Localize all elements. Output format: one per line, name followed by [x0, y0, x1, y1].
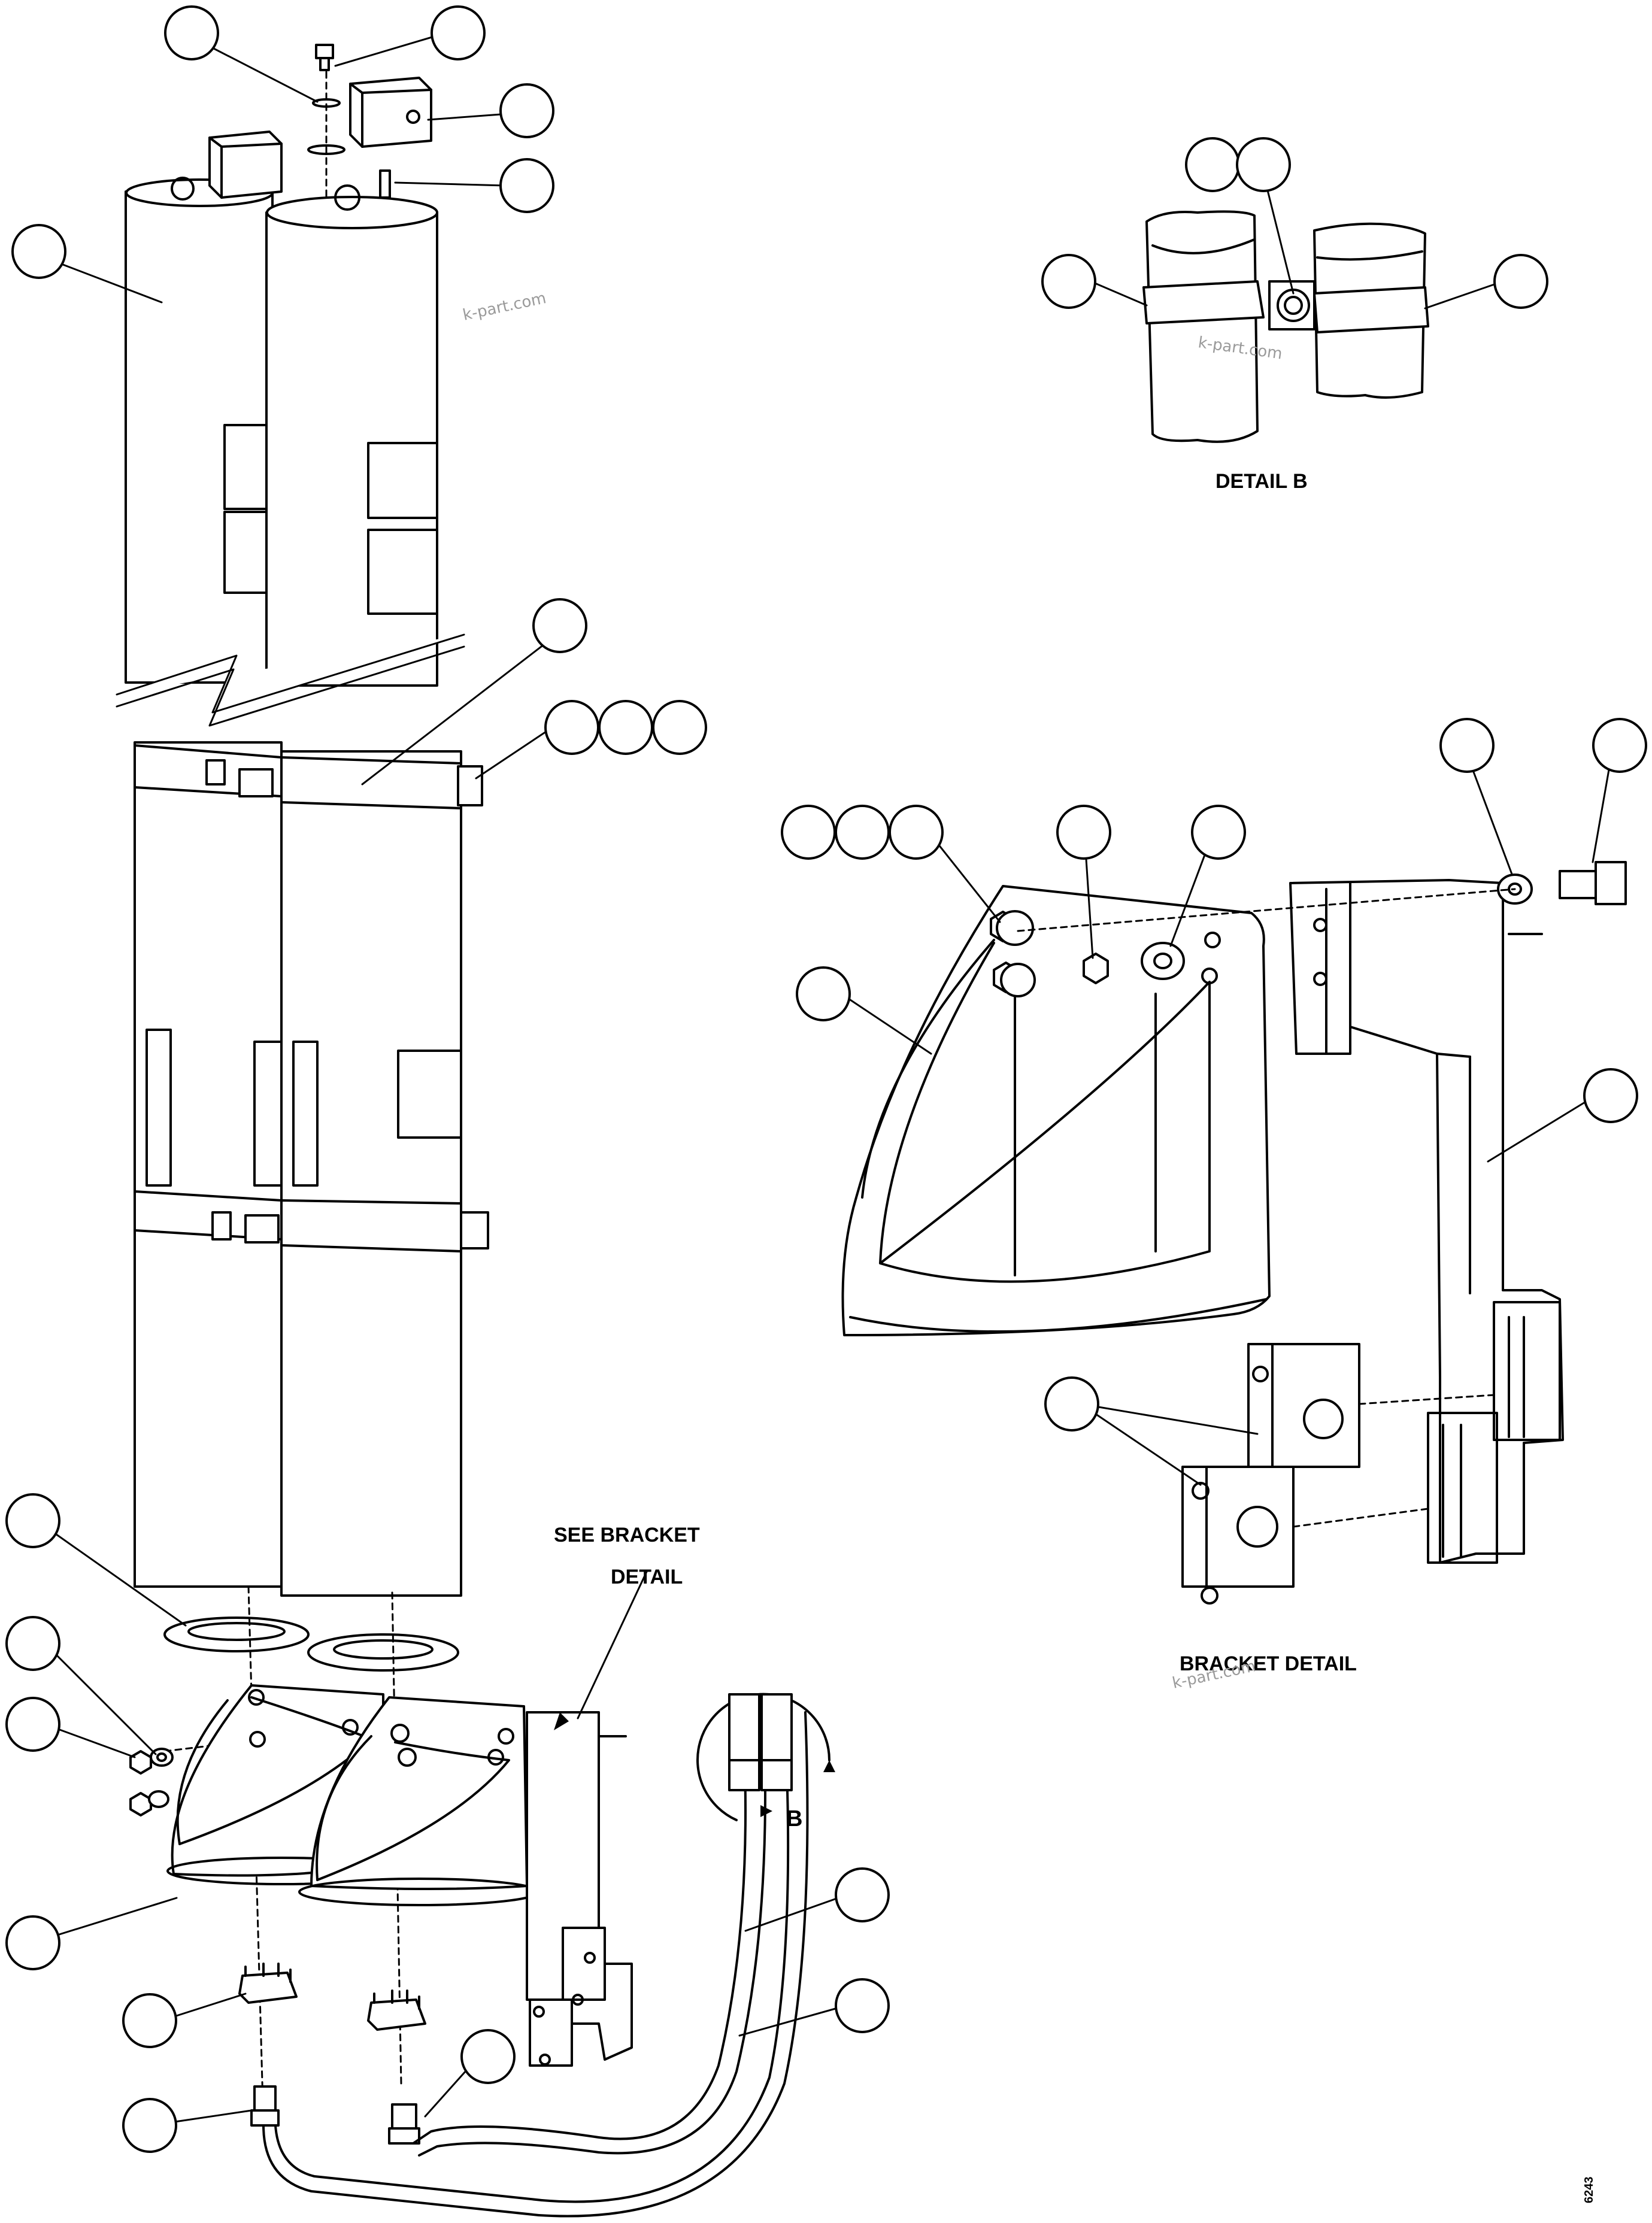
- callout-bubble: [1044, 1376, 1099, 1432]
- callout-bubble: [499, 83, 554, 138]
- callout-bubble: [1583, 1068, 1638, 1123]
- callout-bubble: [5, 1493, 60, 1548]
- bracket-detail-nuts: [990, 910, 1185, 997]
- hex-nut-washer-set: [129, 1748, 174, 1816]
- flange-fitting-left: [238, 1963, 298, 2004]
- detail-b-view-marker: [696, 1693, 831, 1821]
- bracket-detail-centerlines: [1017, 888, 1516, 1528]
- cylinder-right-lower: [280, 750, 462, 1597]
- callout-bubble: [1236, 137, 1291, 192]
- callout-bubble: [122, 1993, 177, 2048]
- clamp-band-upper: [134, 744, 483, 809]
- callout-bubble: [1041, 254, 1096, 309]
- leader-arrow-see-bracket: [554, 1712, 569, 1730]
- callout-bubble: [532, 598, 587, 653]
- callout-bubble: [5, 1697, 60, 1752]
- callout-bubble: [1185, 137, 1240, 192]
- callout-bubble: [1056, 805, 1111, 860]
- detail-b-clamp: [1142, 280, 1429, 333]
- callout-bubble: [499, 158, 554, 213]
- callout-bubbles: [5, 5, 1647, 2153]
- callout-bubble: [652, 700, 707, 755]
- terminal-box-left: [171, 131, 283, 201]
- callout-bubble: [796, 966, 851, 1021]
- bracket-detail-clamp-blocks: [1181, 1343, 1360, 1605]
- mounting-plate-assembly: [526, 1711, 633, 2067]
- view-arrow-head-2: [760, 1805, 772, 1817]
- callout-bubble: [11, 224, 66, 279]
- callout-bubble: [781, 805, 836, 860]
- detail-b-cylinder-left: [1145, 210, 1259, 443]
- elbow-fitting-left: [250, 2085, 280, 2127]
- callout-bubble: [835, 1867, 890, 1922]
- cylinder-right: [265, 196, 438, 687]
- cylinder-left: [125, 178, 274, 684]
- callout-bubble: [835, 1978, 890, 2033]
- callout-bubble: [1191, 805, 1246, 860]
- figure-number: 6243: [1583, 2177, 1596, 2204]
- gasket-right: [307, 1633, 459, 1672]
- view-marker-label: B: [786, 1806, 802, 1831]
- callout-bubble: [5, 1915, 60, 1970]
- callout-bubble: [1439, 718, 1495, 773]
- clamp-band-lower: [134, 1190, 489, 1252]
- terminal-box-right: [334, 77, 432, 211]
- callout-bubble: [544, 700, 599, 755]
- gasket-left: [163, 1617, 310, 1652]
- bracket-detail-label: BRACKET DETAIL: [1180, 1652, 1357, 1675]
- callout-bubble: [1592, 718, 1647, 773]
- break-line: [116, 633, 465, 727]
- bracket-detail-bolt: [1497, 861, 1627, 905]
- callout-bubble: [835, 805, 890, 860]
- view-arrow-head: [823, 1760, 835, 1772]
- callout-bubble: [5, 1616, 60, 1671]
- bracket-detail-mounting-plate: [1289, 879, 1564, 1564]
- hose-assembly: [262, 1711, 809, 2218]
- see-bracket-label-line2: DETAIL: [611, 1566, 683, 1588]
- callout-bubble: [460, 2029, 516, 2084]
- leader-lines-left: [41, 32, 839, 2124]
- callout-bubble: [598, 700, 653, 755]
- watermark-text: k-part.com: [461, 289, 548, 324]
- callout-bubble: [431, 5, 486, 60]
- bracket-detail-basket: [841, 885, 1271, 1336]
- cap-screw: [307, 44, 345, 199]
- see-bracket-label-line1: SEE BRACKET: [554, 1524, 700, 1546]
- elbow-fitting-right: [388, 2103, 420, 2145]
- callout-bubble: [122, 2098, 177, 2153]
- callout-bubble: [164, 5, 219, 60]
- callout-bubble: [889, 805, 944, 860]
- bracket-assembly-right: [298, 1696, 540, 1906]
- callout-bubble: [1493, 254, 1548, 309]
- cylinder-left-lower: [134, 741, 283, 1588]
- detail-b-label: DETAIL B: [1215, 470, 1308, 493]
- flange-fitting-right: [367, 1990, 426, 2031]
